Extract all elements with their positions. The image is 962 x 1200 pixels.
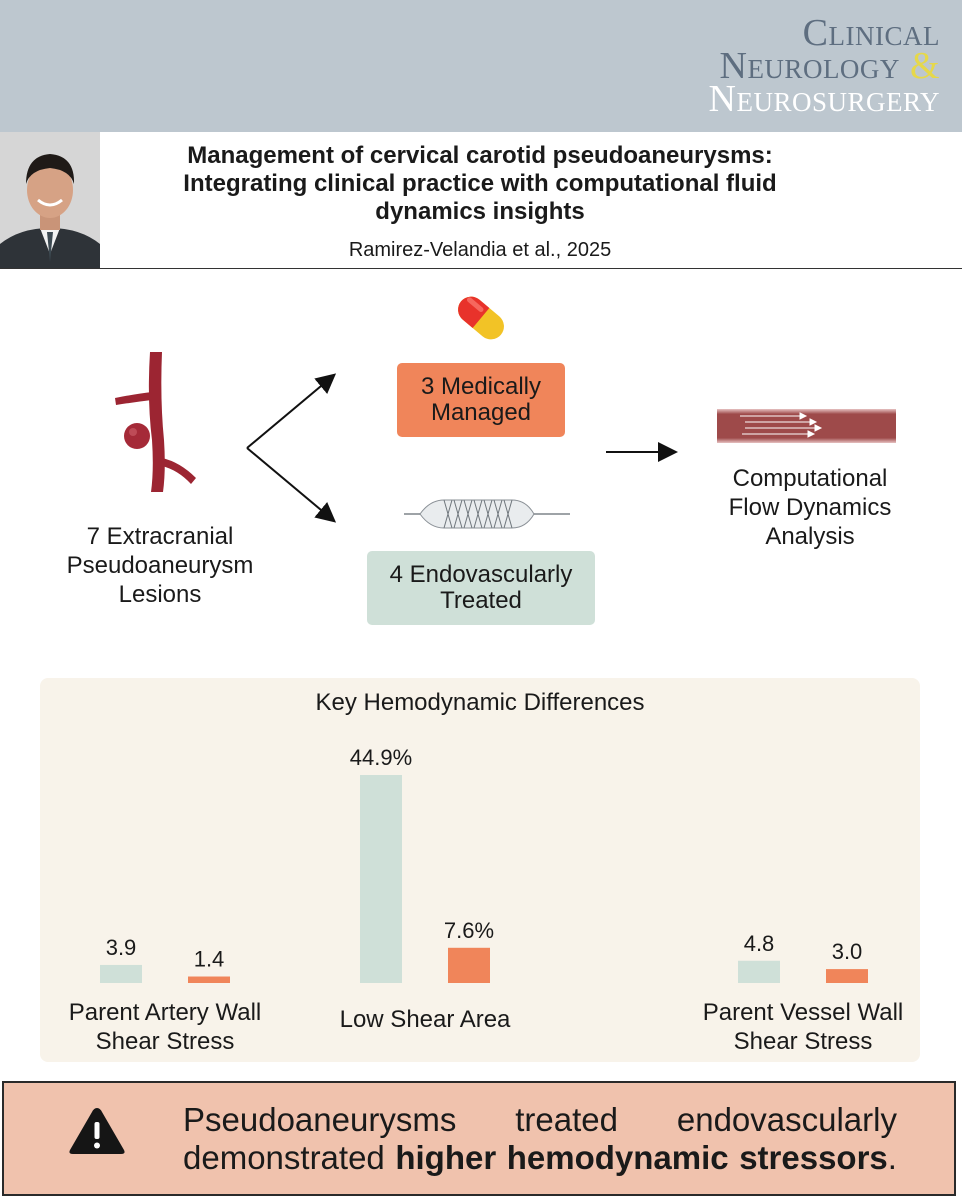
conclusion-period: . bbox=[887, 1139, 897, 1176]
stent-balloon-icon bbox=[404, 499, 570, 529]
bar-value-label: 1.4 bbox=[194, 947, 225, 972]
journal-title-line1: Clinical bbox=[802, 12, 940, 54]
conclusion-bold-word: hemodynamic bbox=[506, 1139, 729, 1176]
bar-value-label: 3.0 bbox=[832, 939, 863, 964]
paper-title-line: Integrating clinical practice with compu… bbox=[183, 170, 777, 197]
pill-icon bbox=[458, 296, 504, 340]
paper-title-line: dynamics insights bbox=[375, 198, 585, 225]
conclusion-bold-word: stressors bbox=[739, 1139, 888, 1176]
medically-managed-line: Managed bbox=[430, 399, 532, 426]
endovascularly-treated-line: Treated bbox=[440, 587, 522, 614]
journal-title-line2: Neurology & bbox=[720, 47, 941, 85]
category-label: Shear Stress bbox=[734, 1028, 873, 1055]
bar-value-label: 44.9% bbox=[350, 745, 412, 770]
arrow-to-endovascular bbox=[246, 447, 337, 523]
endovascularly-treated-box: 4 Endovascularly Treated bbox=[367, 551, 595, 625]
bar-series1-group1 bbox=[100, 964, 142, 983]
flow-diagram-graphics bbox=[115, 296, 896, 529]
conclusion-line-2: demonstrated higher hemodynamic stressor… bbox=[183, 1139, 897, 1177]
bar-series1-group2 bbox=[360, 775, 402, 983]
bar-series2-group1 bbox=[188, 976, 230, 983]
journal-title-word: Neurology bbox=[719, 45, 900, 87]
cfd-analysis-line: Analysis bbox=[765, 523, 855, 550]
endovascularly-treated-line: 4 Endovascularly bbox=[389, 561, 573, 588]
category-label: Low Shear Area bbox=[340, 1006, 511, 1033]
journal-title-line3: Neurosurgery bbox=[708, 78, 940, 120]
conclusion-text: Pseudoaneurysms treated endovascularly d… bbox=[183, 1101, 897, 1177]
title-band bbox=[0, 132, 962, 269]
lesions-label: 7 Extracranial Pseudoaneurysm Lesions bbox=[40, 522, 280, 609]
lesions-label-line: 7 Extracranial bbox=[86, 523, 234, 550]
conclusion-bold-ending: stressors. bbox=[739, 1139, 897, 1177]
journal-header bbox=[0, 0, 962, 132]
conclusion-banner bbox=[2, 1081, 956, 1196]
category-label: Shear Stress bbox=[96, 1028, 235, 1055]
bar-series2-group3 bbox=[826, 969, 868, 983]
chart-title: Key Hemodynamic Differences bbox=[315, 689, 645, 716]
cfd-analysis-line: Computational bbox=[732, 465, 888, 492]
bar-value-label: 7.6% bbox=[444, 918, 494, 943]
journal-title-ampersand: & bbox=[909, 45, 940, 87]
medically-managed-box: 3 Medically Managed bbox=[397, 363, 565, 437]
bar-series1-group3 bbox=[738, 960, 780, 983]
category-label: Parent Vessel Wall bbox=[703, 999, 904, 1026]
arrow-to-medical bbox=[246, 373, 337, 449]
cfd-analysis-label: Computational Flow Dynamics Analysis bbox=[690, 464, 930, 551]
bar-series2-group2 bbox=[448, 947, 490, 983]
conclusion-line-1: Pseudoaneurysms treated endovascularly bbox=[183, 1101, 897, 1139]
paper-title-line: Management of cervical carotid pseudoane… bbox=[187, 142, 773, 169]
conclusion-word: Pseudoaneurysms bbox=[183, 1101, 457, 1138]
cfd-analysis-line: Flow Dynamics bbox=[728, 494, 892, 521]
conclusion-bold-word: higher bbox=[395, 1139, 497, 1176]
bar-value-label: 4.8 bbox=[744, 931, 775, 956]
carotid-artery-icon bbox=[115, 352, 196, 492]
medically-managed-line: 3 Medically bbox=[420, 373, 542, 400]
paper-title: Management of cervical carotid pseudoane… bbox=[130, 142, 830, 226]
vessel-flow-icon bbox=[717, 409, 896, 443]
warning-triangle-icon bbox=[69, 1108, 125, 1154]
conclusion-word: treated bbox=[515, 1101, 618, 1138]
conclusion-word: endovascularly bbox=[676, 1101, 897, 1138]
lesions-label-line: Lesions bbox=[118, 581, 202, 608]
paper-author-citation: Ramirez-Velandia et al., 2025 bbox=[348, 239, 612, 261]
hemodynamic-chart-panel bbox=[40, 678, 920, 1062]
author-avatar bbox=[0, 132, 100, 268]
lesions-label-line: Pseudoaneurysm bbox=[66, 552, 254, 579]
bar-value-label: 3.9 bbox=[106, 935, 137, 960]
category-label: Parent Artery Wall bbox=[69, 999, 262, 1026]
conclusion-word: demonstrated bbox=[183, 1139, 385, 1176]
